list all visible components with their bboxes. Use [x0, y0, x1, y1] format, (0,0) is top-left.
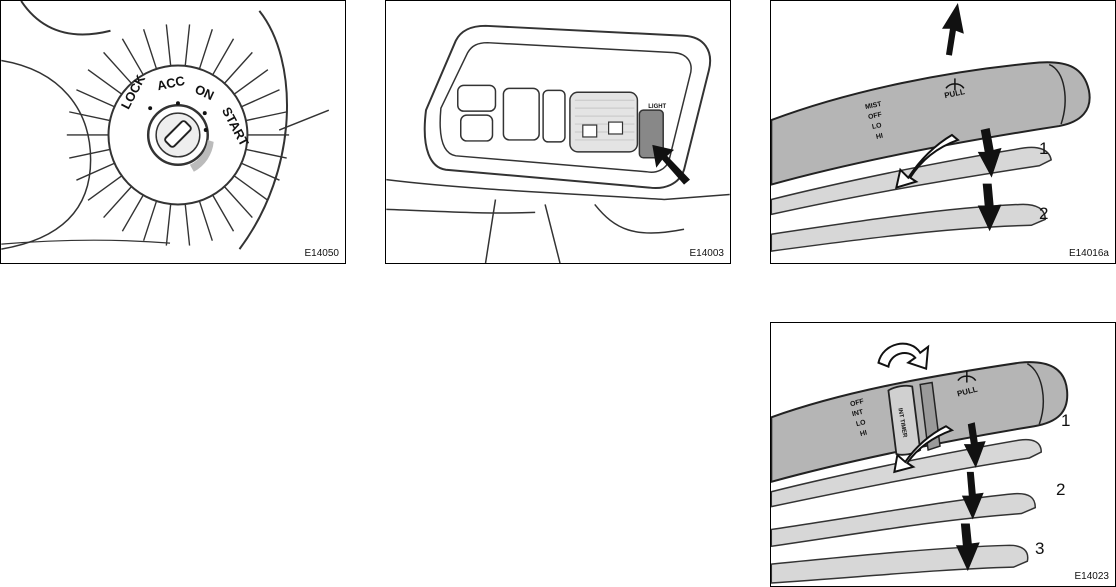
- mist-label: MIST: [865, 101, 883, 111]
- ray-line: [165, 24, 172, 66]
- interior-light-illustration: LIGHT: [386, 24, 730, 263]
- ray-line: [198, 200, 213, 241]
- ray-line: [69, 111, 111, 122]
- ray-line: [245, 148, 287, 159]
- ray-line: [233, 69, 269, 95]
- down-arrow-2-icon: [961, 471, 984, 520]
- hi-label: HI: [859, 430, 867, 438]
- ray-line: [233, 175, 269, 201]
- press-arrow-icon: [652, 144, 690, 185]
- ray-line: [76, 89, 115, 108]
- position-1-label: 1: [1039, 139, 1049, 158]
- down-arrow-1-icon: [977, 128, 1002, 178]
- pull-arrow-icon: [893, 425, 955, 474]
- down-arrow-2-icon: [977, 183, 1002, 232]
- acc-label: ACC: [156, 73, 186, 93]
- ray-line: [142, 29, 158, 70]
- down-arrow-3-icon: [955, 523, 980, 572]
- rotate-arrow-icon: [877, 342, 930, 370]
- lo-label: LO: [855, 419, 867, 428]
- hi-label: HI: [875, 133, 883, 141]
- position-3-label: 3: [1035, 539, 1045, 558]
- ray-line: [103, 186, 132, 219]
- ray-line: [223, 186, 253, 219]
- figure-code: E14003: [689, 248, 724, 259]
- ray-line: [87, 175, 123, 201]
- off-label: OFF: [868, 111, 883, 121]
- lo-label: LO: [871, 122, 882, 131]
- ray-line: [223, 51, 253, 84]
- down-arrow-1-icon: [963, 422, 986, 468]
- ray-line: [69, 148, 111, 159]
- pull-up-arrow-icon: [942, 2, 964, 56]
- ray-line: [198, 29, 213, 70]
- wiper-stalk-timer-illustration: OFF INT LO HI INT TIMER PULL: [771, 342, 1069, 584]
- wiper-stalk-illustration: MIST OFF LO HI PULL: [771, 2, 1091, 252]
- ignition-switch-figure: LOCK ACC ON START E14050: [0, 0, 346, 264]
- ray-line: [121, 38, 144, 76]
- position-2-label: 2: [1056, 480, 1066, 499]
- ray-line: [212, 38, 235, 76]
- wiper-stalk-timer-figure: OFF INT LO HI INT TIMER PULL 1 2 3 E1402…: [770, 322, 1116, 587]
- ignition-switch-illustration: LOCK ACC ON START: [1, 1, 330, 250]
- int-timer-label: INT TIMER: [896, 408, 907, 439]
- position-1-label: 1: [1061, 411, 1071, 430]
- ray-line: [184, 203, 191, 246]
- ray-line: [121, 194, 144, 232]
- position-2-label: 2: [1039, 204, 1049, 223]
- off-label: OFF: [849, 398, 864, 408]
- interior-light-figure: LIGHT E14003: [385, 0, 731, 264]
- ray-line: [212, 194, 235, 232]
- ray-line: [241, 162, 280, 181]
- figure-code: E14016a: [1068, 248, 1109, 259]
- ray-line: [241, 89, 280, 108]
- pull-label: PULL: [944, 87, 966, 100]
- ray-line: [87, 69, 123, 95]
- ray-line: [103, 51, 132, 84]
- on-label: ON: [193, 81, 217, 103]
- light-label: LIGHT: [648, 104, 666, 110]
- int-label: INT: [851, 409, 864, 419]
- ray-line: [76, 162, 115, 181]
- ray-line: [165, 203, 172, 246]
- ray-line: [184, 24, 191, 66]
- ray-line: [142, 200, 158, 241]
- figure-code: E14050: [304, 248, 339, 259]
- ray-line: [245, 111, 287, 122]
- wiper-stalk-figure: MIST OFF LO HI PULL 1 2 E14016a: [770, 0, 1116, 264]
- figure-code: E14023: [1074, 571, 1109, 582]
